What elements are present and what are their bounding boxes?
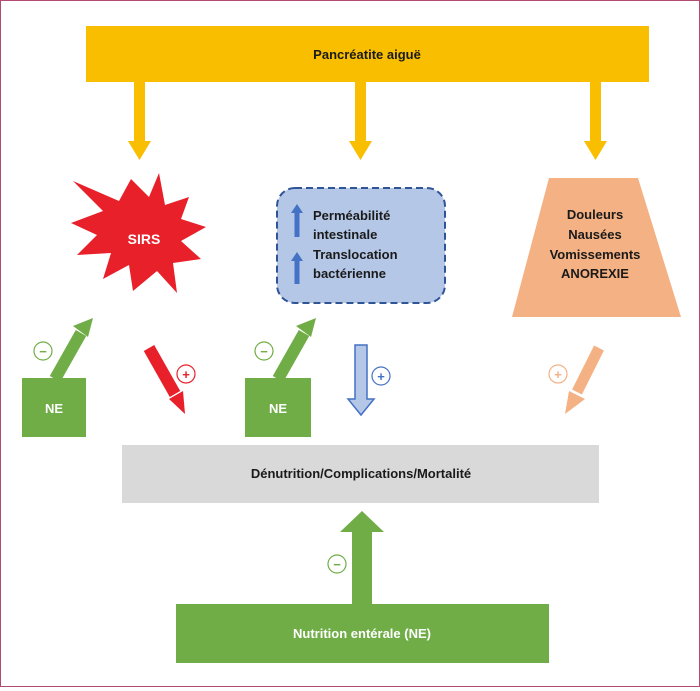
minus-sign-middle: − (260, 344, 268, 359)
minus-sign-bottom: − (333, 557, 341, 572)
up-arrow-icon (291, 252, 303, 284)
permeability-box (276, 187, 446, 304)
yellow-arrow-middle (349, 82, 372, 160)
minus-sign-left: − (39, 344, 47, 359)
minus-circle-left (33, 341, 53, 361)
plus-sign-salmon: + (554, 367, 562, 382)
permeability-line-4: bactérienne (313, 266, 386, 281)
plus-sign-red: + (182, 367, 190, 382)
yellow-arrow-left (128, 82, 151, 160)
ne-label-left: NE (45, 401, 63, 416)
symptom-line-2: Nausées (568, 227, 621, 242)
yellow-arrow-right (584, 82, 607, 160)
green-arrow-middle (272, 318, 316, 382)
outcome-box (122, 445, 599, 503)
symptom-line-1: Douleurs (567, 207, 623, 222)
symptoms-trapezoid (512, 178, 681, 317)
green-arrow-left (49, 318, 93, 382)
minus-circle-middle (254, 341, 274, 361)
up-arrow-icon (291, 204, 303, 237)
enteral-nutrition-box (176, 604, 549, 663)
sirs-starburst (71, 173, 206, 293)
plus-circle-blue (371, 366, 391, 386)
sirs-label: SIRS (128, 231, 161, 247)
plus-circle-red (176, 364, 196, 384)
red-arrow (143, 345, 185, 414)
pancreatitis-box (86, 26, 649, 82)
permeability-line-3: Translocation (313, 247, 398, 262)
green-arrow-up (340, 511, 384, 605)
permeability-line-1: Perméabilité (313, 208, 390, 223)
symptom-line-3: Vomissements (550, 247, 641, 262)
symptom-line-4: ANOREXIE (561, 266, 629, 281)
minus-circle-bottom (327, 554, 347, 574)
permeability-line-2: intestinale (313, 227, 377, 242)
plus-sign-blue: + (377, 369, 385, 384)
pancreatitis-label: Pancréatite aiguë (313, 47, 421, 62)
enteral-nutrition-label: Nutrition entérale (NE) (293, 626, 431, 641)
blue-arrow (346, 344, 376, 417)
plus-circle-salmon (548, 364, 568, 384)
ne-box-middle (245, 378, 311, 437)
outcome-label: Dénutrition/Complications/Mortalité (251, 466, 471, 481)
salmon-arrow (565, 345, 604, 414)
ne-label-middle: NE (269, 401, 287, 416)
ne-box-left (22, 378, 86, 437)
